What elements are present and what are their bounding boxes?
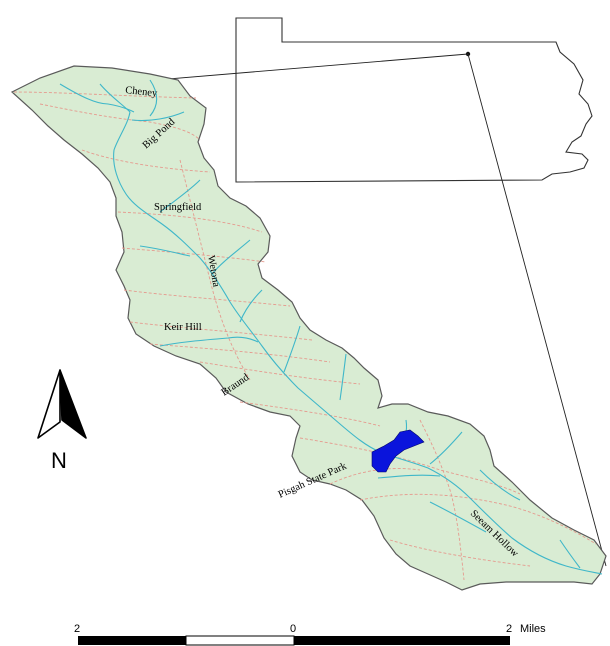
stream bbox=[339, 353, 347, 401]
road bbox=[123, 289, 291, 307]
scale-segment bbox=[185, 635, 295, 646]
road bbox=[329, 468, 421, 485]
road bbox=[239, 401, 381, 427]
stream bbox=[159, 336, 259, 347]
stream bbox=[139, 245, 191, 257]
road bbox=[117, 211, 263, 233]
scale-tick-left: 2 bbox=[74, 623, 80, 635]
label-springfield: Springfield bbox=[154, 202, 202, 213]
scale-tick-right: 2 bbox=[506, 623, 512, 635]
stream bbox=[479, 469, 521, 501]
label-wetona: Wetona bbox=[205, 255, 221, 289]
road bbox=[13, 91, 197, 99]
road bbox=[389, 539, 531, 567]
road bbox=[81, 149, 211, 173]
label-keir-hill: Keir Hill bbox=[164, 322, 202, 333]
scale-segment bbox=[294, 636, 510, 645]
road bbox=[149, 343, 331, 363]
north-label: N bbox=[51, 448, 67, 473]
road bbox=[199, 361, 361, 385]
scale-unit: Miles bbox=[520, 623, 546, 635]
lake bbox=[371, 429, 425, 473]
road bbox=[129, 321, 313, 341]
stream bbox=[159, 179, 201, 213]
scale-tick-center: 0 bbox=[290, 623, 296, 635]
stream bbox=[429, 501, 487, 533]
road bbox=[179, 159, 251, 381]
stream bbox=[283, 325, 301, 373]
stream bbox=[59, 83, 135, 113]
scale-segment bbox=[78, 636, 186, 645]
road bbox=[121, 247, 267, 263]
stream bbox=[559, 539, 581, 569]
stream-network bbox=[59, 79, 603, 575]
stream bbox=[211, 239, 251, 275]
road bbox=[359, 493, 597, 545]
north-arrow-icon bbox=[37, 369, 87, 439]
stream bbox=[149, 79, 158, 117]
inset-leader-line-right bbox=[467, 53, 607, 567]
stream bbox=[239, 289, 263, 323]
stream bbox=[131, 111, 185, 122]
inset-state-outline bbox=[235, 17, 593, 183]
scale-bar bbox=[78, 635, 510, 646]
label-cheney: Cheney bbox=[125, 85, 159, 99]
stream bbox=[377, 474, 441, 479]
road bbox=[39, 103, 201, 141]
watershed-area bbox=[10, 65, 607, 591]
road bbox=[419, 419, 465, 581]
main-stream bbox=[99, 83, 603, 575]
stream bbox=[429, 431, 463, 465]
